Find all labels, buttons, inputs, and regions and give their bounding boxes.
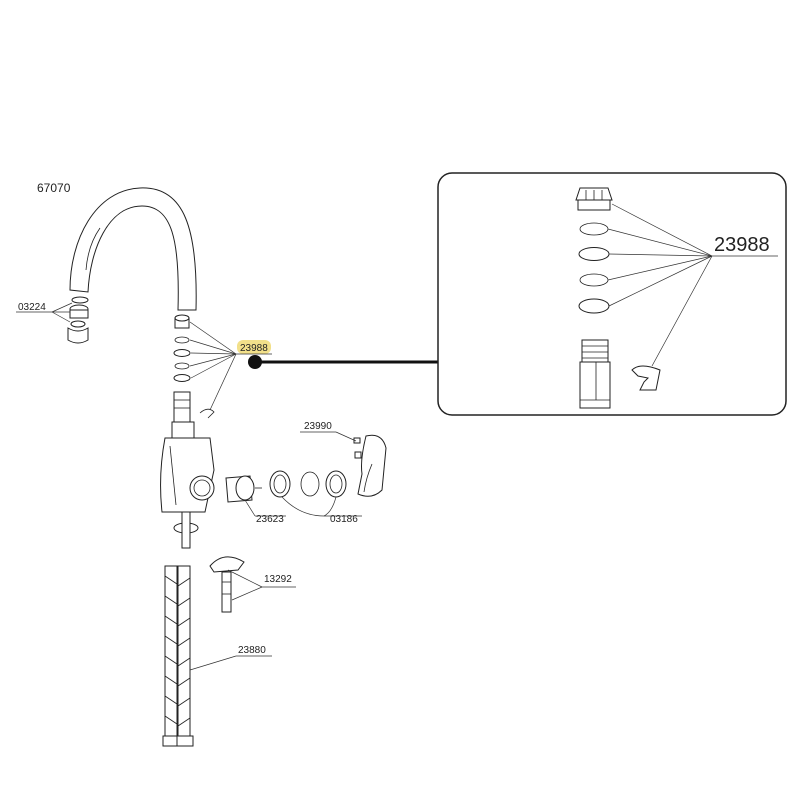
label-13292: 13292 xyxy=(264,574,292,585)
label-23880: 23880 xyxy=(238,645,266,656)
detail-inset xyxy=(437,172,787,416)
label-03224: 03224 xyxy=(18,302,46,313)
label-03186: 03186 xyxy=(330,514,358,525)
bonnet-rings xyxy=(269,470,362,517)
label-23988-highlight xyxy=(237,340,271,354)
handle-part xyxy=(300,431,387,497)
label-23990: 23990 xyxy=(304,421,332,432)
supply-hoses xyxy=(162,565,272,747)
aerator-parts xyxy=(16,296,89,344)
mounting-kit xyxy=(209,556,296,613)
model-number: 67070 xyxy=(37,181,71,195)
callout-dot[interactable] xyxy=(248,355,262,369)
label-23988[interactable]: 23988 xyxy=(240,343,268,354)
label-23623: 23623 xyxy=(256,514,284,525)
spout xyxy=(69,187,197,311)
spout-seal-stack xyxy=(173,314,237,423)
cartridge-part xyxy=(225,475,286,517)
faucet-body xyxy=(160,421,215,549)
inset-label-23988: 23988 xyxy=(714,234,770,256)
